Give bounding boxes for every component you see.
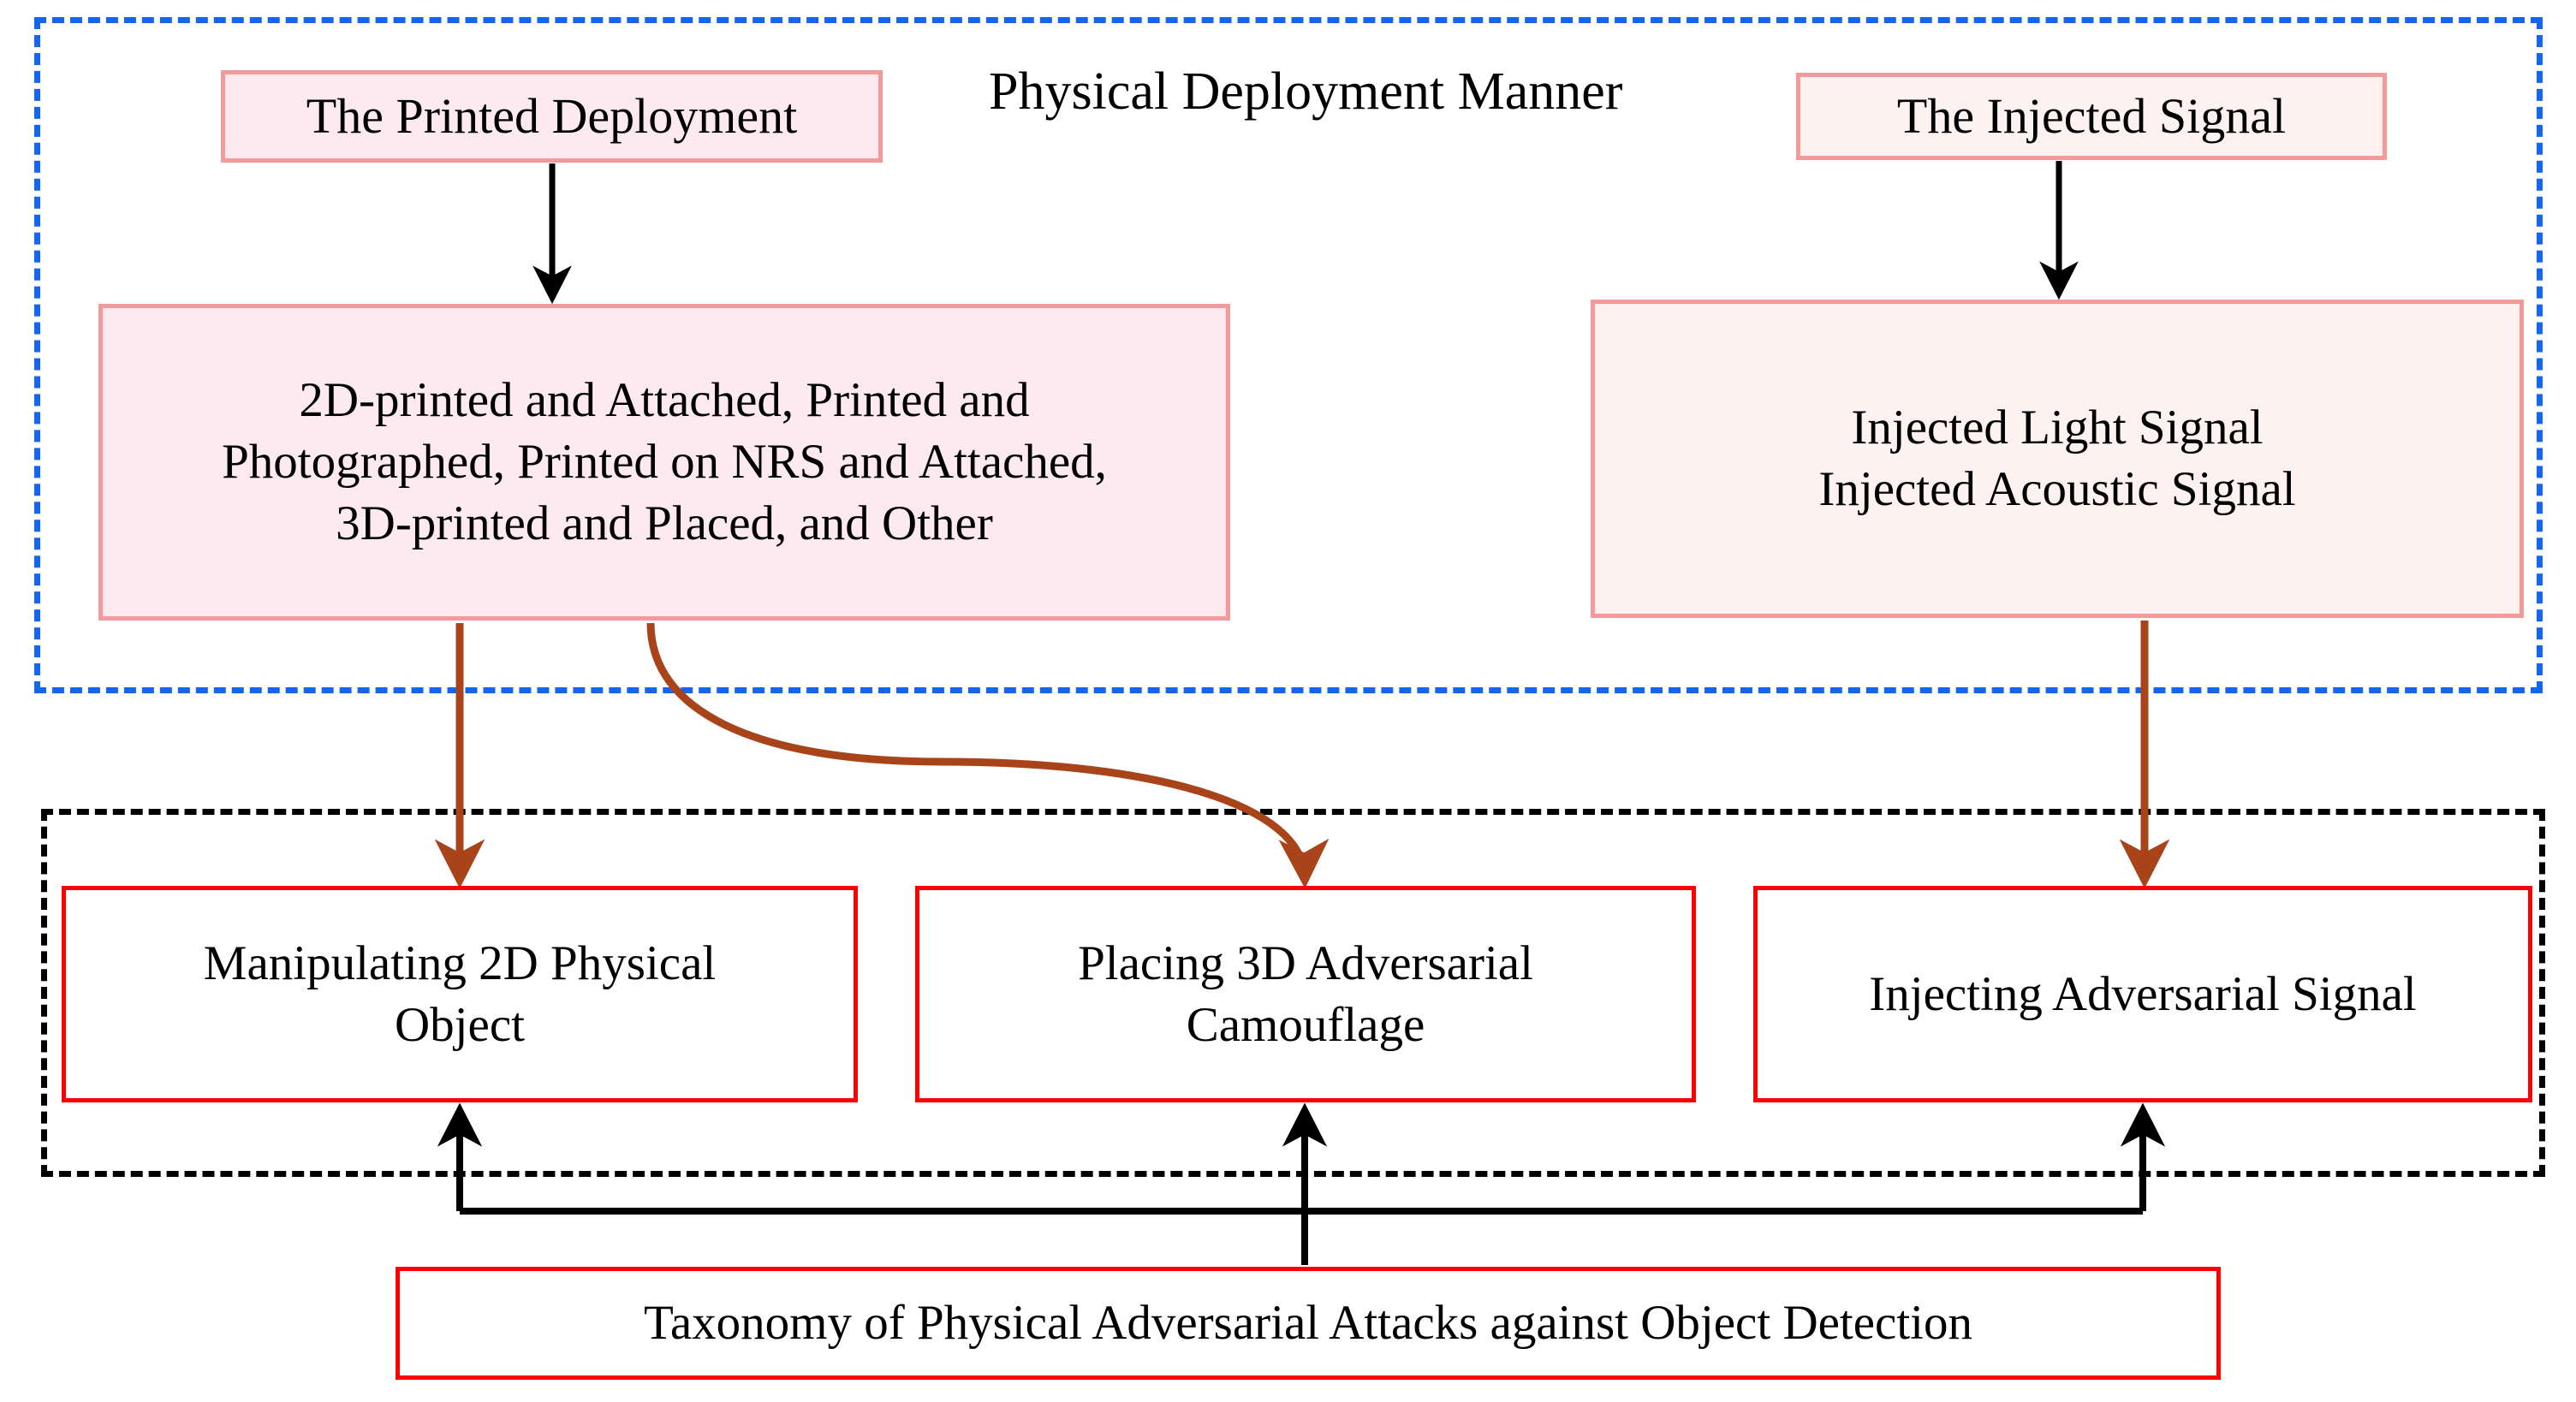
node-injecting-adversarial-signal[interactable]: Injecting Adversarial Signal [1753,886,2532,1102]
node-line: Placing 3D Adversarial [1078,936,1533,990]
node-printed-deployment-methods[interactable]: 2D-printed and Attached, Printed and Pho… [98,304,1230,621]
node-placing-3d-adversarial-camouflage[interactable]: Placing 3D Adversarial Camouflage [915,886,1696,1102]
group-title-physical-deployment-manner: Physical Deployment Manner [989,62,1623,121]
node-injected-signal-methods[interactable]: Injected Light Signal Injected Acoustic … [1591,300,2524,618]
node-taxonomy-root[interactable]: Taxonomy of Physical Adversarial Attacks… [396,1267,2221,1380]
node-line: Camouflage [1186,997,1425,1052]
node-injected-signal[interactable]: The Injected Signal [1796,73,2387,160]
node-line: 3D-printed and Placed, and Other [336,496,993,550]
node-manipulating-2d-physical-object[interactable]: Manipulating 2D Physical Object [62,886,858,1102]
node-line: 2D-printed and Attached, Printed and [299,373,1030,428]
node-line: Photographed, Printed on NRS and Attache… [222,435,1107,490]
node-line: Object [395,997,525,1052]
node-line: Injected Acoustic Signal [1818,462,2296,516]
node-printed-deployment[interactable]: The Printed Deployment [221,70,883,163]
node-line: Injected Light Signal [1851,401,2264,455]
node-line: Manipulating 2D Physical [203,936,717,990]
